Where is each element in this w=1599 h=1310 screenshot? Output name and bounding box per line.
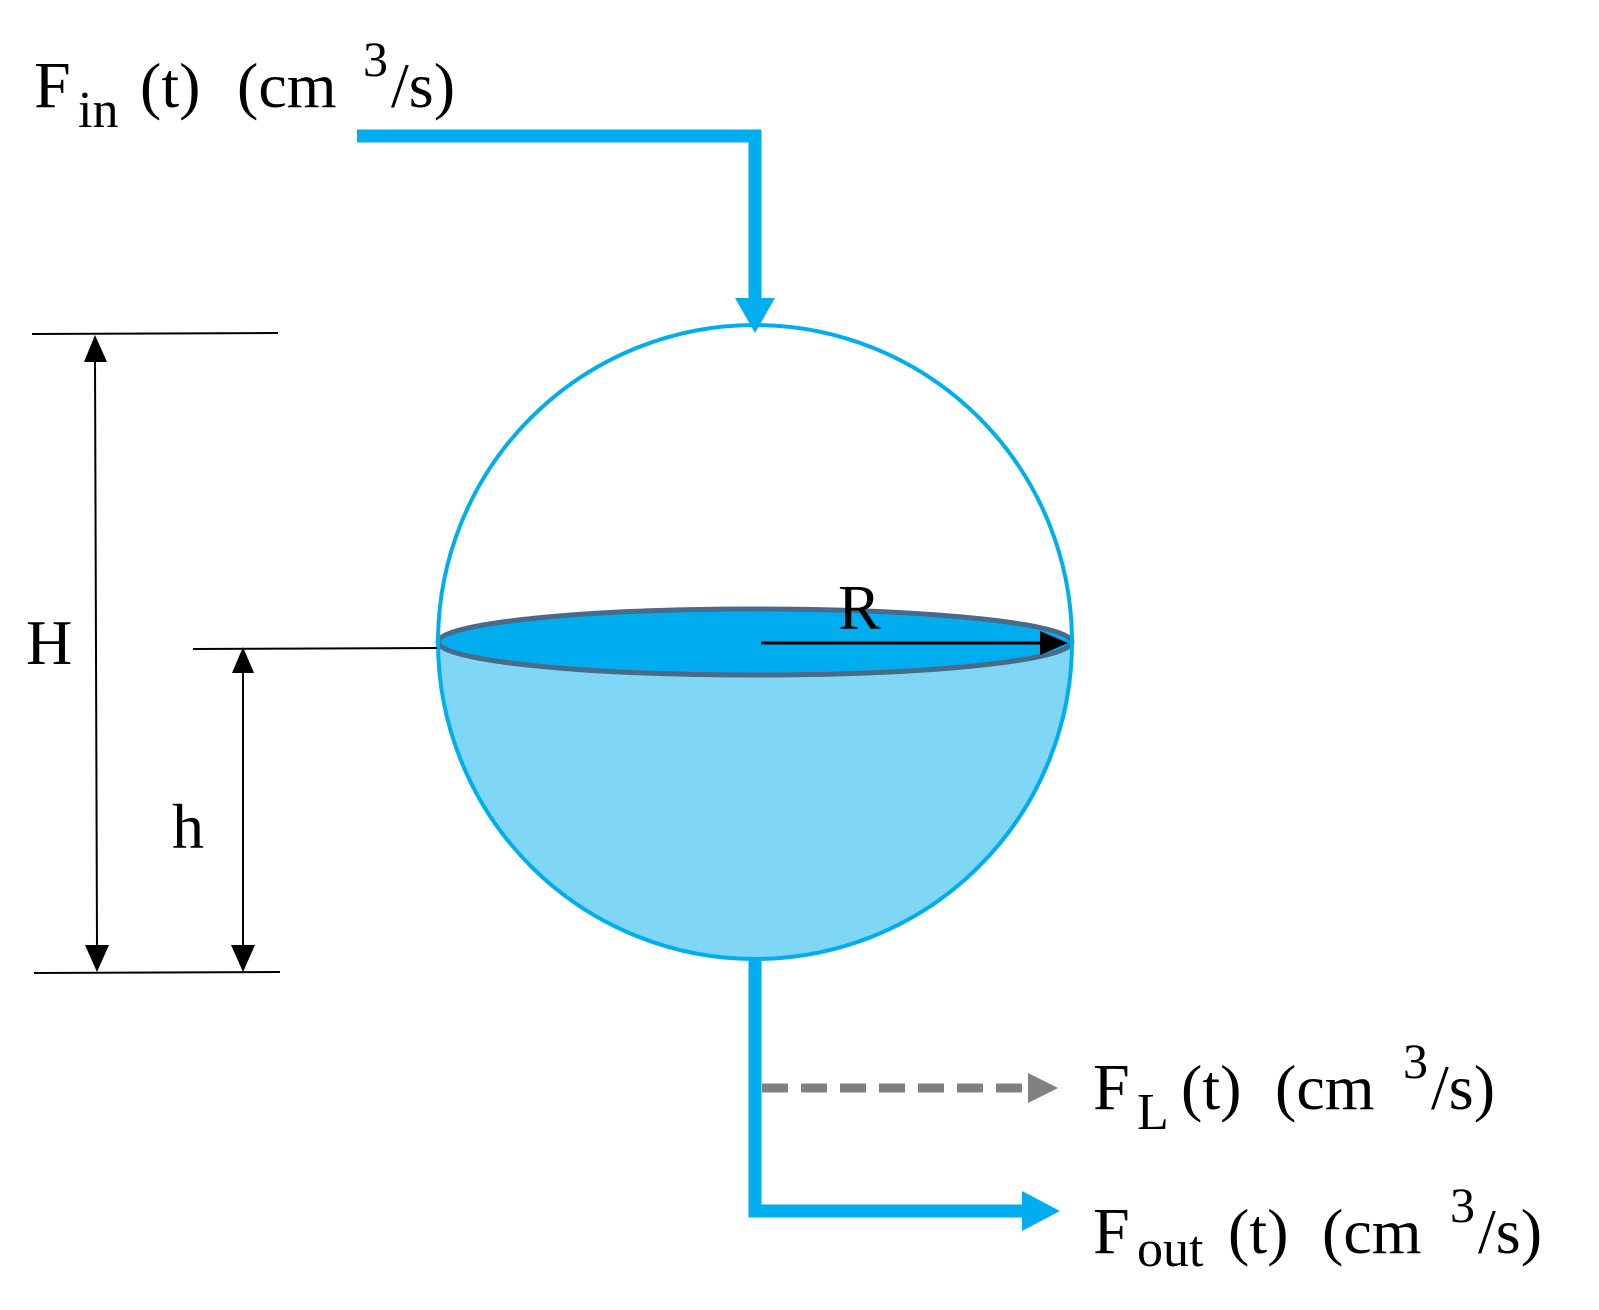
leak-subscript: L [1137,1084,1169,1141]
total-height-label: H [26,607,72,678]
inflow-unit-exponent: 3 [363,31,388,87]
liquid-height-label: h [172,791,204,862]
inflow-pipe-line [357,129,762,300]
total-height-dimension: H [26,332,281,974]
leak-unit-open: (cm [1275,1052,1375,1123]
outflow-subscript: out [1137,1221,1204,1278]
inflow-unit-open: (cm [237,50,337,121]
leak-argument: (t) [1181,1052,1241,1123]
total-height-arrow-line [94,359,98,946]
leak-unit-close: /s) [1431,1052,1495,1123]
inflow-subscript: in [78,82,118,139]
inflow-symbol: F [34,49,71,122]
top-reference-line [31,332,279,335]
inflow-arrowhead [735,298,775,333]
outflow-unit-open: (cm [1322,1196,1422,1267]
radius-label: R [838,572,881,643]
outflow-symbol: F [1093,1195,1130,1268]
outflow-unit-close: /s) [1478,1196,1542,1267]
inflow-unit-close: /s) [391,50,455,121]
radius-arrowhead [1040,631,1068,655]
leak-unit-exponent: 3 [1403,1033,1428,1089]
liquid-height-arrowhead-top [232,647,254,673]
tank-outline [436,323,1074,961]
outflow-unit-exponent: 3 [1450,1177,1475,1233]
outflow-arrowhead [1022,1191,1060,1231]
leak-symbol: F [1093,1051,1130,1124]
liquid-height-arrowhead-bottom [231,945,255,972]
total-height-arrowhead-bottom [85,945,109,972]
outflow-label: F out (t) (cm 3 /s) [1093,1177,1542,1278]
outflow-pipe [748,960,1060,1231]
leak-flow [762,1073,1058,1103]
spherical-tank: R [435,323,1075,961]
liquid-height-dimension: h [172,647,438,972]
leak-label: F L (t) (cm 3 /s) [1093,1033,1495,1141]
liquid-body [438,642,1072,959]
outflow-argument: (t) [1228,1196,1288,1267]
leak-arrowhead [1028,1073,1058,1103]
liquid-level-reference-line [192,647,438,650]
outflow-pipe-line [748,960,1030,1218]
bottom-reference-line [33,971,281,974]
inflow-pipe [357,129,775,333]
inflow-argument: (t) [140,50,200,121]
total-height-arrowhead-top [84,335,107,362]
inflow-label: F in (t) (cm 3 /s) [34,31,455,139]
